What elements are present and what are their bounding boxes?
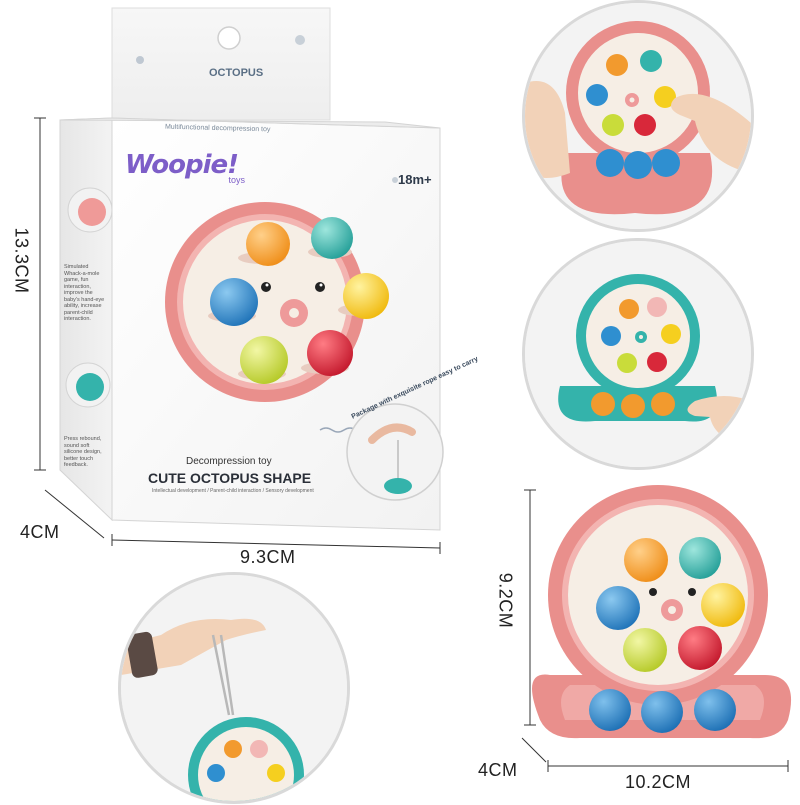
toy-with-dimensions: 9.2CM 4CM 10.2CM	[470, 470, 800, 800]
brand-sub: toys	[228, 175, 245, 185]
age-label: 18m+	[398, 172, 432, 187]
brand-name: Woopie!	[125, 150, 239, 180]
side-text-2: Press rebound, sound soft silicone desig…	[64, 436, 102, 468]
toy-width-label: 10.2CM	[625, 772, 692, 792]
box-illustration	[34, 7, 444, 554]
box-depth-label: 4CM	[20, 522, 60, 542]
box-tagline: Intellectual development / Parent-child …	[152, 488, 314, 494]
toy-height-label: 9.2CM	[495, 572, 516, 629]
box-title: CUTE OCTOPUS SHAPE	[148, 470, 312, 486]
side-text-1: Simulated Whack-a-mole game, fun interac…	[64, 264, 105, 322]
toy-depth-label: 4CM	[478, 760, 518, 780]
box-toy-buttons	[208, 217, 389, 384]
rope-carry-illustration	[121, 575, 347, 801]
product-box: OCTOPUS Multifunctional decompression to…	[0, 0, 480, 567]
teal-toy-illustration	[525, 241, 751, 467]
box-subtitle: Decompression toy	[186, 456, 272, 467]
pink-toy-hands-illustration	[525, 3, 751, 229]
brand-logo: Woopie! toys	[125, 150, 245, 185]
photo-pink-toy-hands	[522, 0, 754, 232]
photo-rope-carry	[118, 572, 350, 804]
photo-teal-toy	[522, 238, 754, 470]
box-height-label: 13.3CM	[11, 227, 32, 294]
box-header: OCTOPUS	[209, 67, 264, 79]
pink-toy-illustration	[521, 485, 792, 772]
box-width-label: 9.3CM	[240, 547, 296, 567]
